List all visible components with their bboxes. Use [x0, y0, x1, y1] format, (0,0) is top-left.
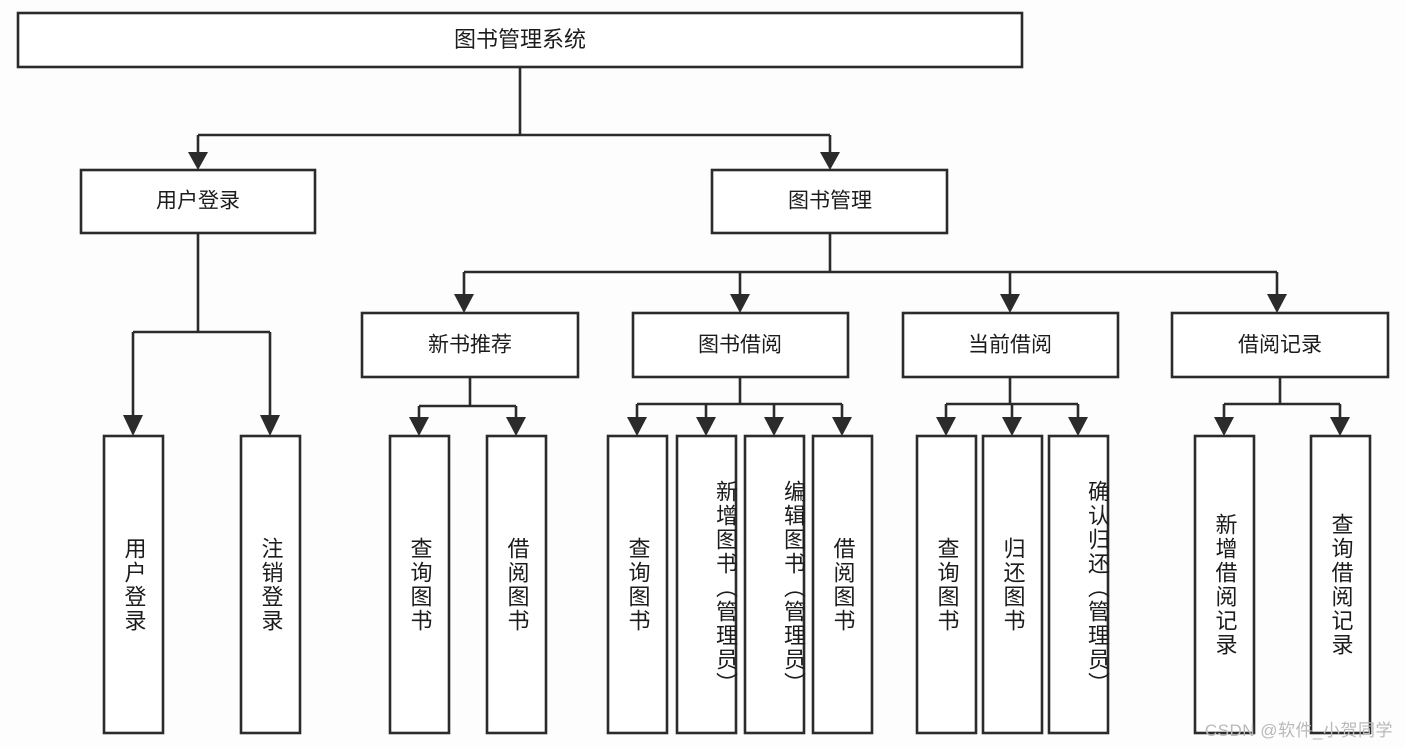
arrowhead-book-manage	[820, 152, 840, 170]
node-borrow-record-label: 借阅记录	[1238, 334, 1322, 357]
leaf-box-book-borrow-2[interactable]	[675, 434, 738, 735]
leaf-box-borrow-record-2[interactable]	[1309, 434, 1372, 735]
node-current-borrow[interactable]: 当前借阅	[901, 311, 1120, 379]
node-user-login[interactable]: 用户登录	[79, 168, 317, 235]
node-book-borrow[interactable]: 图书借阅	[631, 311, 850, 379]
leaf-box-current-borrow-3[interactable]	[1047, 434, 1110, 735]
node-new-book-recommend-box[interactable]	[360, 311, 580, 379]
node-user-login-label: 用户登录	[156, 190, 240, 213]
arrowhead-new-book-recommend	[454, 294, 474, 313]
leaf-box-book-borrow-1[interactable]	[606, 434, 669, 735]
arrowhead-user-login	[188, 152, 208, 170]
connector-layer	[123, 67, 1350, 436]
node-current-borrow-label: 当前借阅	[968, 334, 1052, 357]
node-book-borrow-label: 图书借阅	[698, 334, 782, 357]
arrowhead-newbook-leaf1	[409, 417, 429, 436]
node-root-box[interactable]	[16, 11, 1024, 69]
leaf-box-borrow-record-1[interactable]	[1193, 434, 1256, 735]
leaf-box-book-borrow-4[interactable]	[811, 434, 874, 735]
node-book-manage[interactable]: 图书管理	[710, 168, 949, 235]
leaf-box-new-book-1[interactable]	[388, 434, 451, 735]
arrowhead-bookborrow-leaf2	[696, 417, 716, 436]
leaf-box-current-borrow-1[interactable]	[915, 434, 978, 735]
leaf-box-user-login-1[interactable]	[102, 434, 165, 735]
node-current-borrow-box[interactable]	[901, 311, 1120, 379]
leaf-box-current-borrow-2[interactable]	[981, 434, 1044, 735]
arrowhead-borrowrecord-leaf2	[1330, 417, 1350, 436]
leaf-box-new-book-2[interactable]	[485, 434, 548, 735]
node-borrow-record[interactable]: 借阅记录	[1170, 311, 1390, 379]
arrowhead-currentborrow-leaf2	[1002, 417, 1022, 436]
node-root[interactable]: 图书管理系统	[16, 11, 1024, 69]
node-new-book-recommend[interactable]: 新书推荐	[360, 311, 580, 379]
arrowhead-currentborrow-leaf3	[1068, 417, 1088, 436]
arrowhead-userlogin-leaf1	[123, 415, 143, 436]
arrowhead-book-borrow	[730, 294, 750, 313]
arrowhead-bookborrow-leaf3	[764, 417, 784, 436]
arrowhead-userlogin-leaf2	[260, 415, 280, 436]
node-new-book-recommend-label: 新书推荐	[428, 334, 512, 357]
leaf-box-user-login-2[interactable]	[239, 434, 302, 735]
csdn-watermark: CSDN @软件_小贺同学	[1204, 721, 1393, 740]
arrowhead-newbook-leaf2	[506, 417, 526, 436]
node-user-login-box[interactable]	[79, 168, 317, 235]
arrowhead-current-borrow	[1000, 294, 1020, 313]
arrowhead-borrow-record	[1267, 294, 1287, 313]
arrowhead-bookborrow-leaf4	[832, 417, 852, 436]
node-book-borrow-box[interactable]	[631, 311, 850, 379]
node-book-manage-box[interactable]	[710, 168, 949, 235]
arrowhead-currentborrow-leaf1	[936, 417, 956, 436]
node-borrow-record-box[interactable]	[1170, 311, 1390, 379]
node-root-label: 图书管理系统	[454, 27, 586, 52]
arrowhead-bookborrow-leaf1	[627, 417, 647, 436]
leaf-box-book-borrow-3[interactable]	[743, 434, 806, 735]
leaf-box-layer	[102, 434, 1372, 735]
node-book-manage-label: 图书管理	[788, 190, 872, 213]
arrowhead-borrowrecord-leaf1	[1214, 417, 1234, 436]
